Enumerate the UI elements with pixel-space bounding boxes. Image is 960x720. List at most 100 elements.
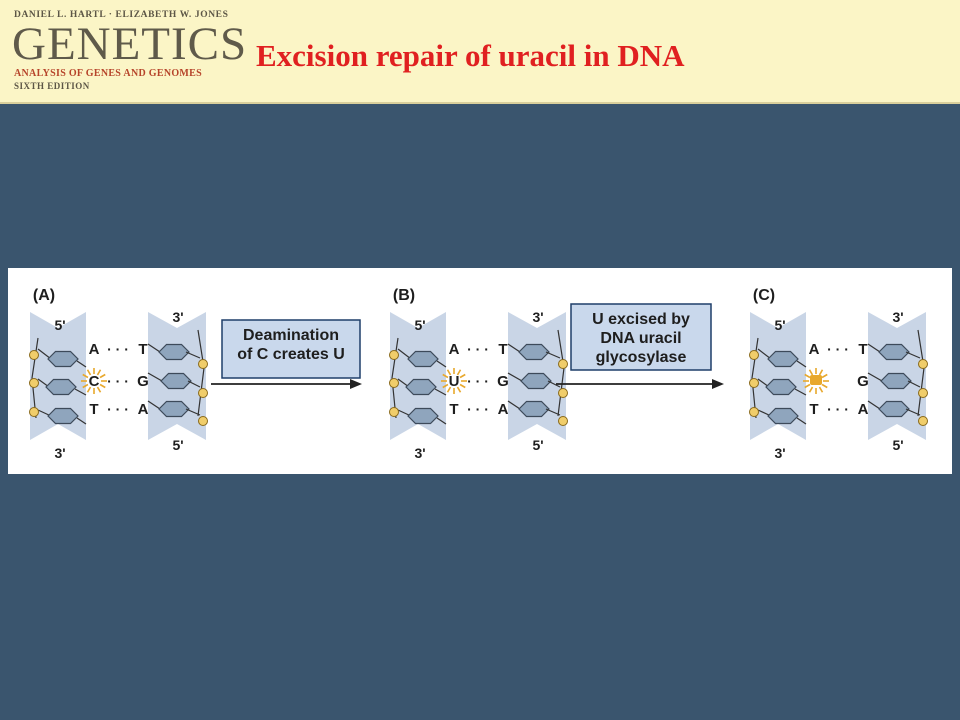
right-strand-5prime: 5' [172,437,183,453]
step-box-text: of C creates U [237,346,345,363]
logo-subtitle: ANALYSIS OF GENES AND GENOMES [14,68,203,79]
right-base-bond [867,343,881,353]
right-sugar-link [547,380,561,388]
right-base-hexagon [878,400,910,418]
left-base-bond [76,417,87,425]
phosphate-dot [918,416,928,426]
left-base-hexagon [47,407,79,425]
base-right: T [858,341,867,358]
phosphate-dot [389,350,399,360]
right-base-hexagon [158,400,190,418]
base-left: A [449,341,460,358]
base-left: A [809,341,820,358]
left-base-hexagon [47,350,79,368]
base-right: T [138,341,147,358]
left-base-bond [796,360,807,368]
right-sugar-link [187,380,201,388]
base-right: A [498,401,509,418]
hydrogen-bond-dots: · · · [467,373,489,389]
phosphate-dot [558,416,568,426]
right-base-hexagon [520,372,552,390]
right-base-hexagon [880,372,912,390]
panel-label: (A) [33,287,55,304]
right-strand-3prime: 3' [172,309,183,325]
step-box [221,319,361,379]
hydrogen-bond-dots: · · · [107,401,129,417]
hydrogen-bond-dots: · · · [827,341,849,357]
phosphate-dot [29,378,39,388]
base-left: A [89,341,100,358]
abasic-site-mark [810,375,822,385]
base-right: T [498,341,507,358]
phosphate-dot [918,388,928,398]
hydrogen-bond-dots: · · · [827,401,849,417]
right-base-bond [507,372,523,382]
base-left: U [449,373,460,390]
phosphate-dot [389,378,399,388]
left-strand-5prime: 5' [414,317,425,333]
right-sugar-link [185,408,201,416]
phosphate-dot [749,407,759,417]
phosphate-dot [198,416,208,426]
panel-label: (B) [393,287,415,304]
right-base-bond [867,372,883,382]
phosphate-dot [389,407,399,417]
logo-title: GENETICS [12,18,248,70]
excision-repair-diagram: (A)5'3'3'5'A· · ·TC· · ·GT· · ·A(B)5'3'3… [29,287,928,461]
left-strand-3prime: 3' [414,445,425,461]
right-base-hexagon [160,372,192,390]
left-strand-3prime: 3' [54,445,65,461]
right-strand-3prime: 3' [532,309,543,325]
step-box [570,303,712,371]
left-strand-3prime: 3' [774,445,785,461]
slide-title: Excision repair of uracil in DNA [256,38,685,73]
hydrogen-bond-dots: · · · [467,401,489,417]
right-sugar-link [907,380,921,388]
right-base-bond [147,400,161,410]
step-box-text: Deamination [243,327,339,344]
mismatch-highlight [81,368,107,394]
left-strand [30,312,86,440]
left-base-bond [796,417,807,425]
abasic-site-highlight [803,368,829,394]
header-banner: DANIEL L. HARTL · ELIZABETH W. JONES GEN… [0,0,960,104]
step-box-text: U excised by [592,311,690,328]
left-base-hexagon [407,350,439,368]
right-base-hexagon [518,343,550,361]
left-strand [750,312,806,440]
right-sugar-link [905,351,921,359]
phosphate-dot [749,350,759,360]
right-strand-3prime: 3' [892,309,903,325]
phosphate-dot [198,388,208,398]
phosphate-dot [558,388,568,398]
left-base-bond [436,360,447,368]
base-left: T [449,401,458,418]
right-sugar-link [545,351,561,359]
right-base-hexagon [878,343,910,361]
hydrogen-bond-dots: · · · [107,373,129,389]
left-strand [390,312,446,440]
step-box-text: DNA uracil [600,330,681,347]
base-right: G [497,373,509,390]
base-left: T [89,401,98,418]
phosphate-dot [198,359,208,369]
step-arrow-head [712,379,724,389]
base-left: C [89,373,100,390]
left-base-bond [434,388,447,396]
phosphate-dot [749,378,759,388]
right-sugar-link [185,351,201,359]
left-strand-5prime: 5' [774,317,785,333]
logo-authors: DANIEL L. HARTL · ELIZABETH W. JONES [14,10,229,20]
panel-label: (C) [753,287,775,304]
right-base-bond [507,343,521,353]
genetics-book-logo: DANIEL L. HARTL · ELIZABETH W. JONES GEN… [12,8,248,96]
left-strand-5prime: 5' [54,317,65,333]
left-base-bond [794,388,807,396]
right-base-hexagon [158,343,190,361]
right-base-bond [867,400,881,410]
right-strand-5prime: 5' [892,437,903,453]
left-base-hexagon [767,350,799,368]
left-base-bond [74,388,87,396]
left-base-hexagon [765,378,797,396]
